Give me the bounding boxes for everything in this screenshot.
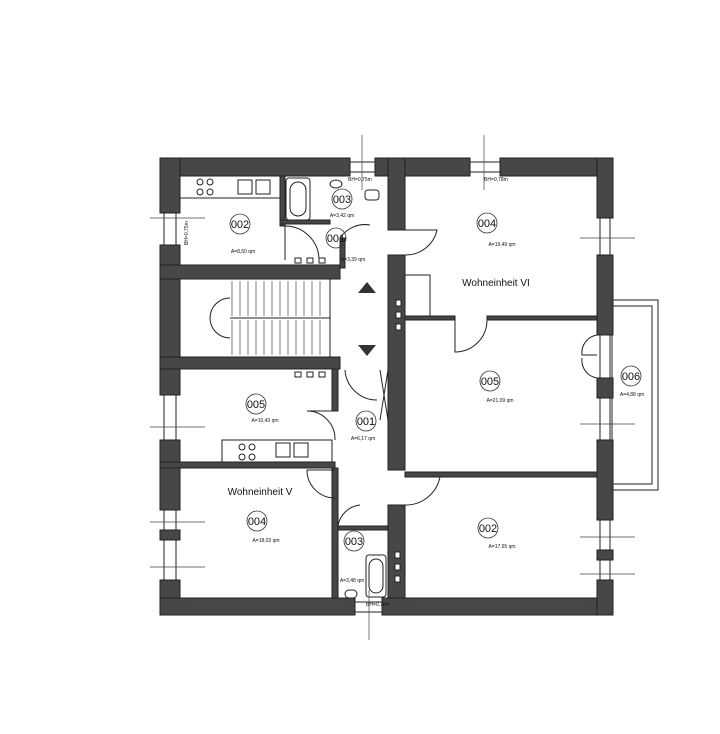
doors[interactable] [284,224,598,527]
room-number: 002 [231,219,249,231]
staircase [179,278,331,358]
room-number: 006 [622,371,640,383]
room-number: 002 [479,523,497,535]
unit-label-vi: Wohneinheit VI [462,278,530,289]
sill-height-label: BH=0,78m [484,177,508,183]
reference-lines [150,135,635,640]
room-number: 001 [357,416,375,428]
bath-top-fixtures [285,177,380,221]
sill-height-label: BH=0,78m [366,602,390,608]
room-area: A=3,39 qm [341,257,365,263]
room-number: 004 [478,218,496,230]
room-area: A=4,88 qm [620,392,644,398]
room-area: A=3,42 qm [330,213,354,219]
room-area: A=21,09 qm [486,398,513,404]
interior-walls [159,157,598,599]
stair-down-arrow-icon [358,345,376,356]
exterior-walls [159,157,614,616]
room-area: A=8,50 qm [231,249,255,255]
room-number: 005 [247,399,265,411]
kitchen-left-middle [221,439,333,463]
room-number: 001 [327,233,345,245]
unit-label-v: Wohneinheit V [228,487,293,498]
room-area: A=18,03 qm [252,538,279,544]
kitchen-top [179,175,281,199]
sill-height-label: BH=0,75m [348,177,372,183]
room-area: A=17,65 qm [488,544,515,550]
windows [163,161,611,613]
room-area: A=19,49 qm [488,242,515,248]
sill-height-label: BH=0,75m [184,221,190,245]
room-area: A=6,17 qm [351,436,375,442]
room-markers [229,188,642,552]
bath-bottom-fixtures [344,554,387,599]
vent-shafts [294,257,402,583]
room-number: 003 [333,194,351,206]
room-area: A=3,48 qm [340,578,364,584]
room-number: 005 [481,376,499,388]
stair-up-arrow-icon [358,282,376,293]
room-number: 004 [248,516,266,528]
room-area: A=10,43 qm [251,418,278,424]
room-number: 003 [345,536,363,548]
